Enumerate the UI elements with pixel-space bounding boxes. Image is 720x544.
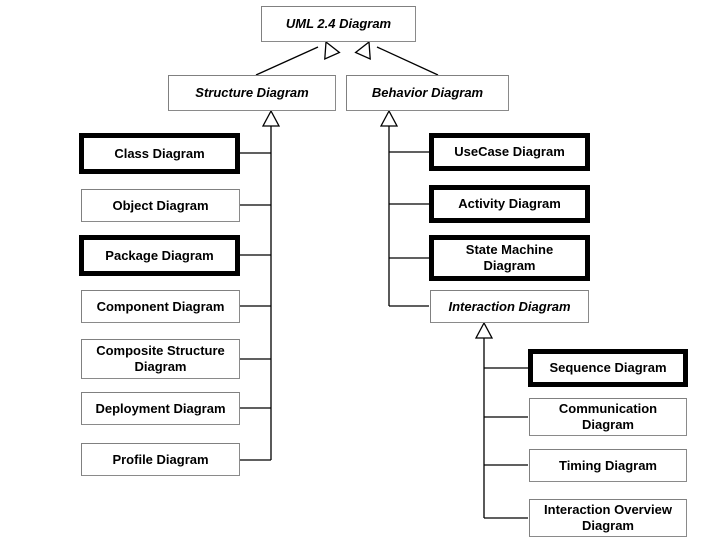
node-label-profile: Profile Diagram — [112, 451, 209, 467]
node-label-behavior: Behavior Diagram — [371, 85, 484, 100]
gen-behavior-to-uml-line — [376, 46, 439, 76]
node-label-uml: UML 2.4 Diagram — [285, 16, 392, 31]
tree-structure-arrowhead-glyph — [261, 109, 281, 127]
node-behavior[interactable]: Behavior Diagram — [346, 75, 509, 111]
node-sequence[interactable]: Sequence Diagram — [528, 349, 688, 387]
node-label-component: Component Diagram — [96, 298, 225, 314]
node-label-composite: Composite Structure Diagram — [96, 343, 225, 374]
tree-behavior-arrowhead-glyph — [379, 109, 399, 127]
node-profile[interactable]: Profile Diagram — [81, 443, 240, 476]
node-class[interactable]: Class Diagram — [79, 133, 240, 174]
node-label-statemachine: State Machine Diagram — [465, 242, 554, 273]
node-label-object: Object Diagram — [112, 197, 209, 213]
node-communication[interactable]: Communication Diagram — [529, 398, 687, 436]
node-component[interactable]: Component Diagram — [81, 290, 240, 323]
gen-structure-to-uml-line — [255, 46, 319, 76]
node-label-sequence: Sequence Diagram — [549, 360, 667, 375]
node-label-timing: Timing Diagram — [558, 457, 657, 473]
node-activity[interactable]: Activity Diagram — [429, 185, 590, 223]
node-statemachine[interactable]: State Machine Diagram — [429, 235, 590, 281]
node-deployment[interactable]: Deployment Diagram — [81, 392, 240, 425]
node-interaction[interactable]: Interaction Diagram — [430, 290, 589, 323]
node-timing[interactable]: Timing Diagram — [529, 449, 687, 482]
node-object[interactable]: Object Diagram — [81, 189, 240, 222]
node-composite[interactable]: Composite Structure Diagram — [81, 339, 240, 379]
node-label-class: Class Diagram — [114, 145, 205, 161]
tree-structure-arrowhead — [261, 109, 281, 127]
node-label-package: Package Diagram — [105, 247, 214, 263]
node-label-interactionoverview: Interaction Overview Diagram — [544, 502, 672, 533]
node-package[interactable]: Package Diagram — [79, 235, 240, 276]
node-usecase[interactable]: UseCase Diagram — [429, 133, 590, 171]
tree-behavior-arrowhead — [379, 109, 399, 127]
node-uml[interactable]: UML 2.4 Diagram — [261, 6, 416, 42]
node-label-deployment: Deployment Diagram — [95, 400, 226, 416]
node-interactionoverview[interactable]: Interaction Overview Diagram — [529, 499, 687, 537]
node-label-communication: Communication Diagram — [558, 401, 658, 432]
node-label-usecase: UseCase Diagram — [454, 144, 565, 159]
node-label-activity: Activity Diagram — [458, 196, 561, 211]
node-structure[interactable]: Structure Diagram — [168, 75, 336, 111]
node-label-structure: Structure Diagram — [195, 85, 309, 100]
tree-interaction-arrowhead-glyph — [474, 321, 494, 339]
tree-interaction-arrowhead — [474, 321, 494, 339]
node-label-interaction: Interaction Diagram — [448, 298, 571, 314]
